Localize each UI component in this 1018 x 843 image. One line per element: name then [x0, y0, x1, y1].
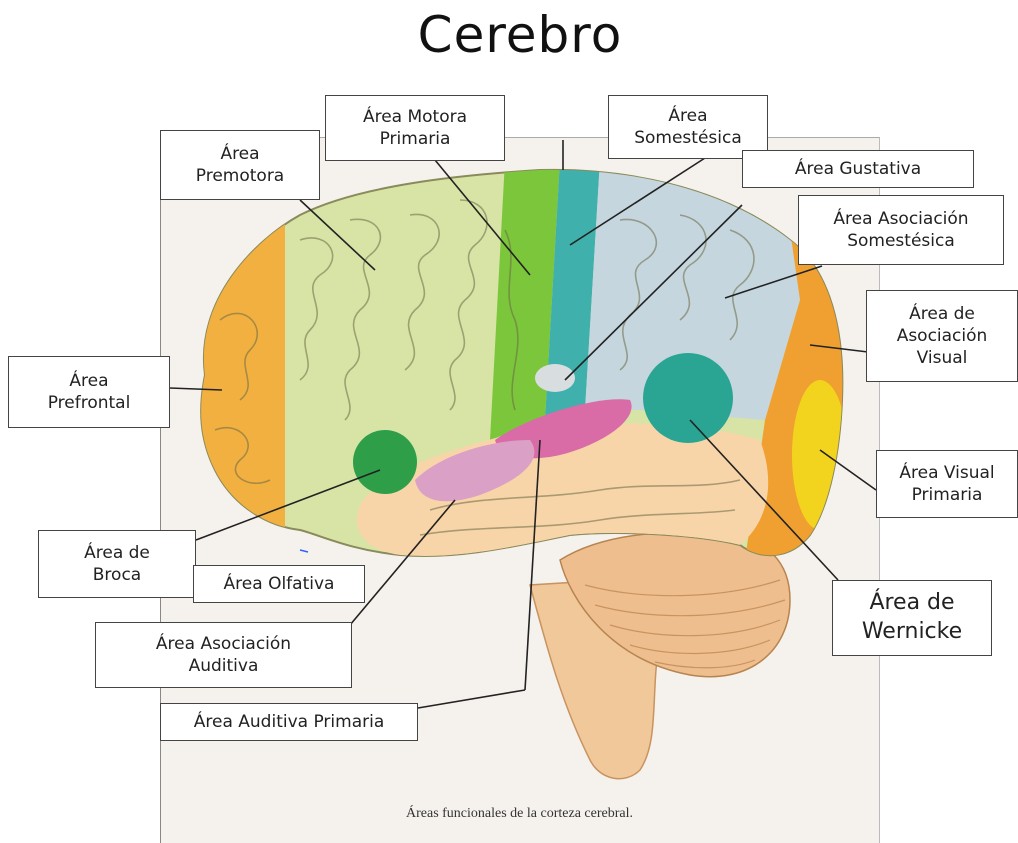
label-area-asociacion-somestesica: Área Asociación Somestésica [798, 195, 1004, 265]
label-area-visual-primaria: Área Visual Primaria [876, 450, 1018, 518]
region-visual-primaria [792, 380, 848, 530]
label-area-auditiva-primaria: Área Auditiva Primaria [160, 703, 418, 741]
label-area-motora-primaria: Área Motora Primaria [325, 95, 505, 161]
label-area-asociacion-visual: Área de Asociación Visual [866, 290, 1018, 382]
label-area-prefrontal: Área Prefrontal [8, 356, 170, 428]
region-gustativa [535, 364, 575, 392]
region-broca [353, 430, 417, 494]
label-area-de-wernicke: Área de Wernicke [832, 580, 992, 656]
label-area-gustativa: Área Gustativa [742, 150, 974, 188]
label-area-olfativa: Área Olfativa [193, 565, 365, 603]
label-area-premotora: Área Premotora [160, 130, 320, 200]
figure-caption: Áreas funcionales de la corteza cerebral… [406, 806, 633, 822]
label-area-asociacion-auditiva: Área Asociación Auditiva [95, 622, 352, 688]
label-area-de-broca: Área de Broca [38, 530, 196, 598]
region-wernicke [643, 353, 733, 443]
